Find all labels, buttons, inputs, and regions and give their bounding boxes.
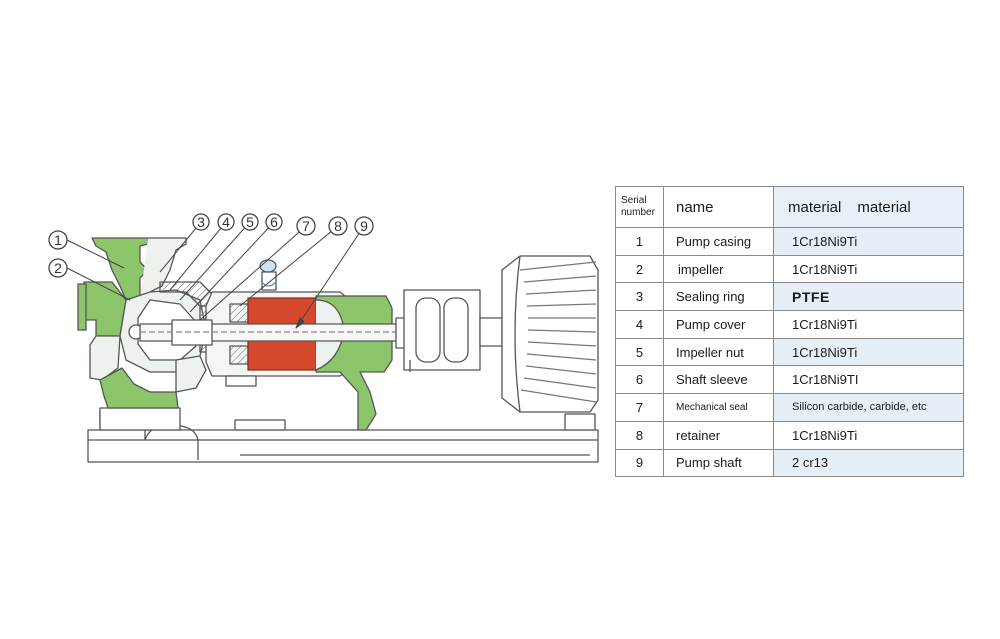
table-row: 9 Pump shaft 2 cr13 — [615, 448, 964, 478]
leader-lines — [66, 221, 365, 329]
bracket — [315, 295, 393, 431]
callout-7: 7 — [302, 218, 310, 234]
callout-5: 5 — [246, 214, 254, 230]
callout-numbers: 1 2 3 4 5 6 7 8 9 — [54, 214, 368, 276]
table-row: 1 Pump casing 1Cr18Ni9Ti — [615, 227, 964, 256]
coupling — [403, 289, 503, 372]
callout-9: 9 — [360, 218, 368, 234]
table-row: 8 retainer 1Cr18Ni9Ti — [615, 420, 964, 450]
callout-1: 1 — [54, 232, 62, 248]
base-frame — [87, 407, 599, 463]
table-row: 6 Shaft sleeve 1Cr18Ni9TI — [615, 365, 964, 395]
callout-3: 3 — [197, 214, 205, 230]
table-row: 4 Pump cover 1Cr18Ni9Ti — [615, 310, 964, 339]
table-row: 5 Impeller nut 1Cr18Ni9Ti — [615, 337, 964, 367]
table-row: 2 impeller 1Cr18Ni9Ti — [615, 254, 964, 284]
callout-2: 2 — [54, 260, 62, 276]
table-row: 7 Mechanical seal Silicon carbide, carbi… — [615, 393, 964, 422]
pump-casing — [77, 237, 187, 409]
callout-4: 4 — [222, 214, 230, 230]
serial-number-header: Serial number — [615, 186, 664, 228]
name-header: name — [663, 186, 774, 228]
table-row: 3 Sealing ring PTFE — [615, 282, 964, 312]
callout-6: 6 — [270, 214, 278, 230]
motor — [501, 255, 599, 413]
callout-8: 8 — [334, 218, 342, 234]
callout-circles — [48, 213, 374, 278]
